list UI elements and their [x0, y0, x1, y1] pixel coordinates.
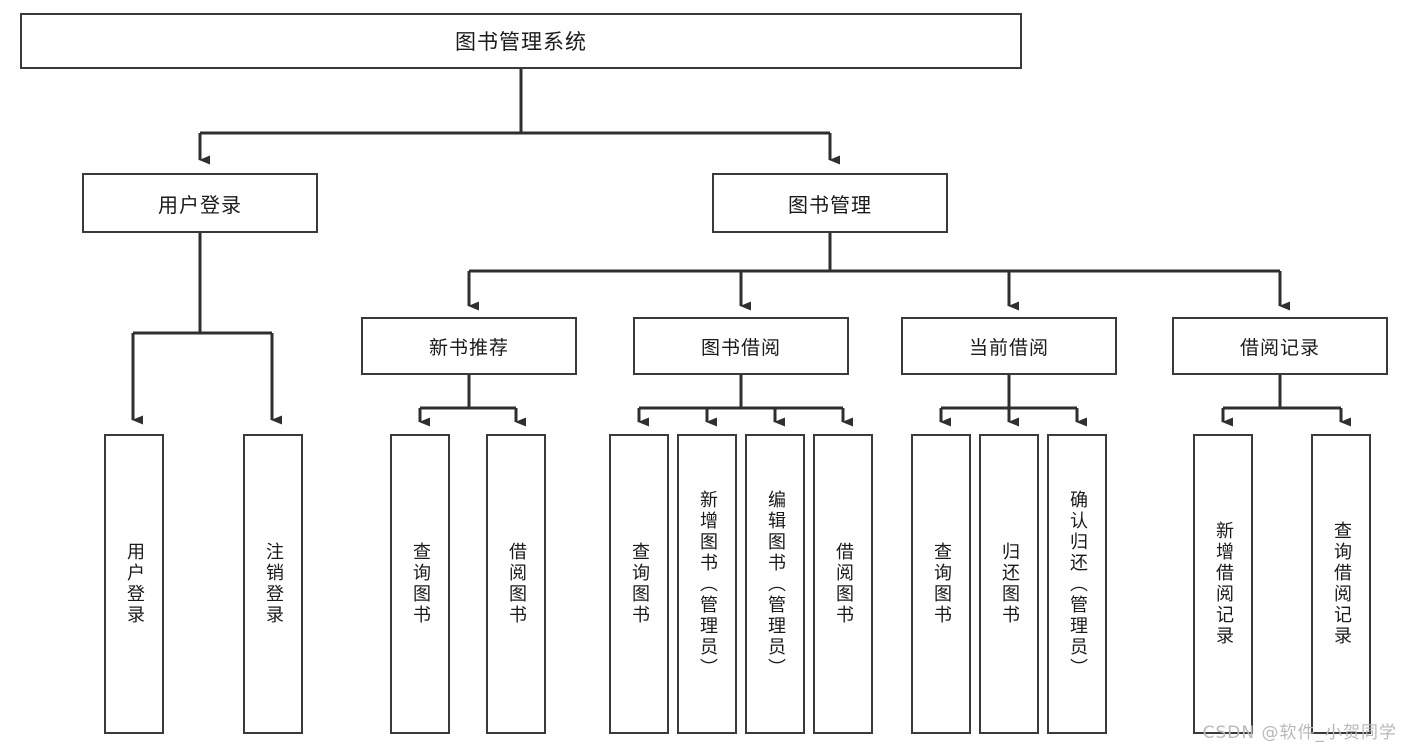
node-label: 新增借阅记录 [1213, 521, 1234, 647]
node-label: 借阅图书 [506, 542, 527, 626]
node-book-manage[interactable]: 图书管理 [712, 173, 948, 233]
node-book-borrow[interactable]: 图书借阅 [633, 317, 849, 375]
leaf-edit-book-admin[interactable]: 编辑图书（管理员） [745, 434, 805, 734]
leaf-query-book-1[interactable]: 查询图书 [390, 434, 450, 734]
node-label: 新增图书（管理员） [697, 489, 718, 679]
node-borrow-record[interactable]: 借阅记录 [1172, 317, 1388, 375]
node-new-book-recommend[interactable]: 新书推荐 [361, 317, 577, 375]
node-label: 图书管理 [788, 192, 872, 217]
node-current-borrow[interactable]: 当前借阅 [901, 317, 1117, 375]
node-label: 查询图书 [410, 542, 431, 626]
leaf-query-book-3[interactable]: 查询图书 [911, 434, 971, 734]
node-label: 编辑图书（管理员） [765, 489, 786, 679]
leaf-borrow-book-2[interactable]: 借阅图书 [813, 434, 873, 734]
leaf-borrow-book-1[interactable]: 借阅图书 [486, 434, 546, 734]
node-label: 借阅记录 [1239, 336, 1320, 359]
node-label: 用户登录 [124, 542, 145, 626]
leaf-query-book-2[interactable]: 查询图书 [609, 434, 669, 734]
node-label: 查询图书 [931, 542, 952, 626]
leaf-add-book-admin[interactable]: 新增图书（管理员） [677, 434, 737, 734]
leaf-logout-login[interactable]: 注销登录 [243, 434, 303, 734]
watermark-text: CSDN @软件_小贺同学 [1202, 723, 1397, 743]
node-label: 查询借阅记录 [1331, 521, 1352, 647]
node-label: 新书推荐 [428, 336, 509, 359]
leaf-user-login[interactable]: 用户登录 [104, 434, 164, 734]
node-label: 确认归还（管理员） [1067, 489, 1088, 679]
node-root-system[interactable]: 图书管理系统 [20, 13, 1022, 69]
node-label: 查询图书 [629, 542, 650, 626]
leaf-add-borrow-record[interactable]: 新增借阅记录 [1193, 434, 1253, 734]
node-label: 归还图书 [999, 542, 1020, 626]
node-label: 图书管理系统 [455, 30, 587, 54]
node-label: 图书借阅 [700, 336, 781, 359]
leaf-confirm-return-admin[interactable]: 确认归还（管理员） [1047, 434, 1107, 734]
leaf-return-book[interactable]: 归还图书 [979, 434, 1039, 734]
node-label: 用户登录 [158, 192, 242, 217]
node-label: 注销登录 [263, 542, 284, 626]
node-user-login[interactable]: 用户登录 [82, 173, 318, 233]
node-label: 当前借阅 [968, 336, 1049, 359]
leaf-query-borrow-record[interactable]: 查询借阅记录 [1311, 434, 1371, 734]
node-label: 借阅图书 [833, 542, 854, 626]
